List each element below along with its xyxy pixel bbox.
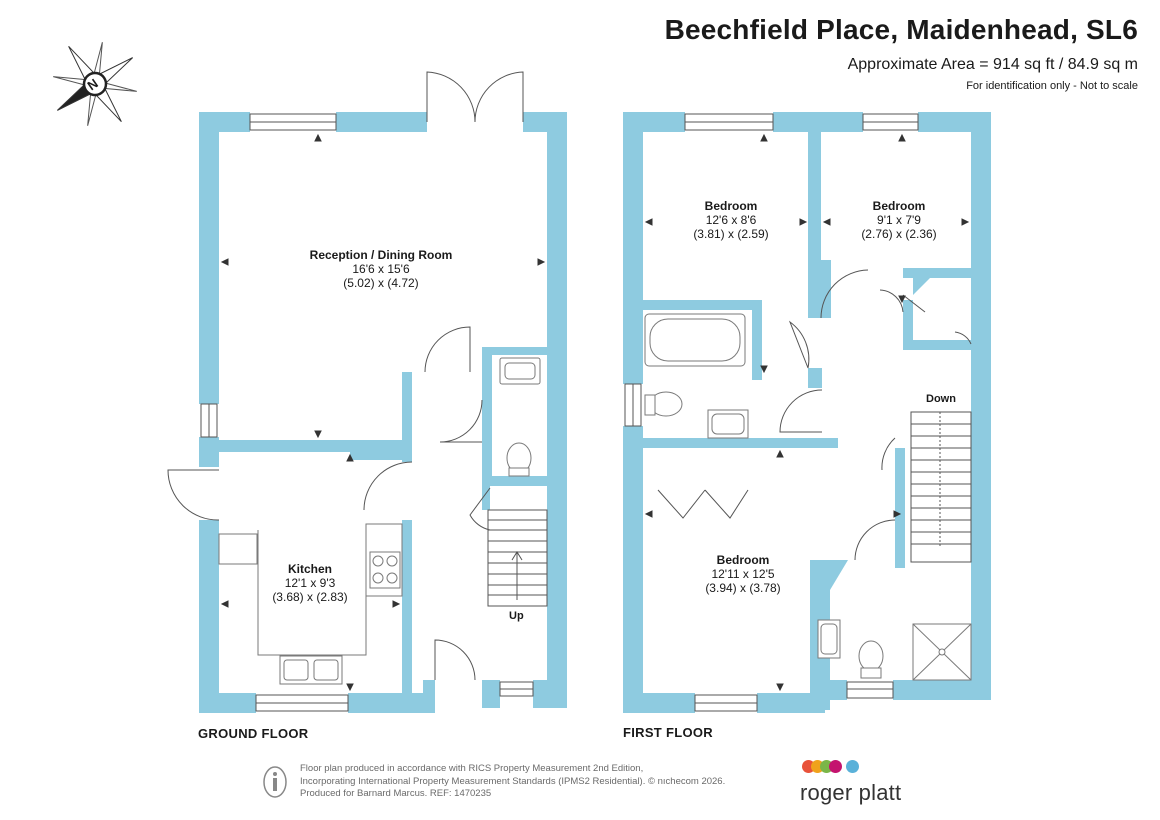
wall — [773, 112, 863, 132]
wall — [199, 112, 219, 404]
ground-floor-label: GROUND FLOOR — [198, 726, 309, 741]
wall — [810, 680, 847, 700]
wall — [893, 680, 991, 700]
wall — [903, 300, 913, 350]
wall — [547, 112, 567, 708]
room-size-imperial: 9'1 x 7'9 — [877, 213, 921, 227]
wall — [643, 300, 755, 310]
wall — [423, 680, 435, 713]
room-bedroom-2: Bedroom 9'1 x 7'9 (2.76) x (2.36) — [861, 199, 936, 241]
room-size-imperial: 12'11 x 12'5 — [711, 567, 775, 581]
wall — [199, 520, 219, 713]
wall — [402, 372, 412, 462]
brand-logo-dots — [802, 760, 859, 778]
room-name: Reception / Dining Room — [309, 248, 453, 262]
footer-line: Incorporating International Property Mea… — [300, 775, 726, 787]
footer-line: Floor plan produced in accordance with R… — [300, 763, 644, 774]
disclaimer-note: For identification only - Not to scale — [966, 80, 1138, 92]
wall — [402, 520, 412, 700]
wall — [821, 260, 831, 318]
room-size-metric: (3.81) x (2.59) — [693, 227, 769, 241]
room-name: Bedroom — [872, 199, 926, 213]
wall — [971, 344, 991, 700]
stairs-up-label: Up — [509, 610, 524, 622]
brand-name: roger platt — [800, 780, 902, 805]
room-bedroom-3: Bedroom 12'11 x 12'5 (3.94) x (3.78) — [705, 553, 780, 595]
wall — [350, 452, 410, 460]
room-bedroom-1: Bedroom 12'6 x 8'6 (3.81) x (2.59) — [693, 199, 768, 241]
wall — [903, 268, 973, 278]
wall — [623, 112, 643, 384]
room-name: Bedroom — [704, 199, 758, 213]
wall — [533, 680, 567, 708]
room-size-metric: (3.94) x (3.78) — [705, 581, 781, 595]
room-size-metric: (2.76) x (2.36) — [861, 227, 937, 241]
info-icon — [263, 766, 287, 798]
logo-dot — [846, 760, 859, 773]
window — [846, 681, 894, 699]
wall — [219, 440, 410, 452]
wall — [482, 476, 547, 486]
room-name: Kitchen — [287, 562, 332, 576]
footer-credits: Floor plan produced in accordance with R… — [300, 763, 725, 801]
wall — [623, 693, 695, 713]
wall — [623, 426, 643, 713]
room-name: Bedroom — [716, 553, 770, 567]
wall — [336, 112, 427, 132]
wall — [808, 368, 822, 388]
room-size-imperial: 12'1 x 9'3 — [284, 576, 336, 590]
compass-icon — [53, 42, 137, 126]
wall — [895, 448, 905, 568]
room-size-imperial: 16'6 x 15'6 — [352, 262, 410, 276]
wall — [971, 112, 991, 344]
first-floor-label: FIRST FLOOR — [623, 725, 713, 740]
wall — [643, 438, 838, 448]
wall — [808, 132, 821, 318]
room-size-imperial: 12'6 x 8'6 — [705, 213, 757, 227]
wall — [482, 347, 547, 355]
logo-dot — [829, 760, 842, 773]
room-size-metric: (3.68) x (2.83) — [272, 590, 348, 604]
toilet — [858, 640, 884, 672]
wall — [199, 693, 256, 713]
approximate-area: Approximate Area = 914 sq ft / 84.9 sq m — [847, 56, 1138, 73]
page-title: Beechfield Place, Maidenhead, SL6 — [664, 14, 1138, 45]
wall — [913, 268, 940, 295]
room-size-metric: (5.02) x (4.72) — [343, 276, 419, 290]
wall — [830, 560, 848, 590]
wall — [757, 693, 825, 713]
wall — [199, 437, 219, 467]
wall — [482, 347, 492, 482]
stairs-down-label: Down — [926, 393, 956, 405]
wall — [752, 300, 762, 380]
wall — [482, 680, 500, 708]
footer-line: Produced for Barnard Marcus. REF: 147023… — [300, 788, 492, 799]
room-kitchen: Kitchen 12'1 x 9'3 (3.68) x (2.83) — [272, 562, 347, 604]
wall — [903, 340, 971, 350]
wall — [482, 486, 490, 510]
room-reception: Reception / Dining Room 16'6 x 15'6 (5.0… — [310, 248, 453, 290]
